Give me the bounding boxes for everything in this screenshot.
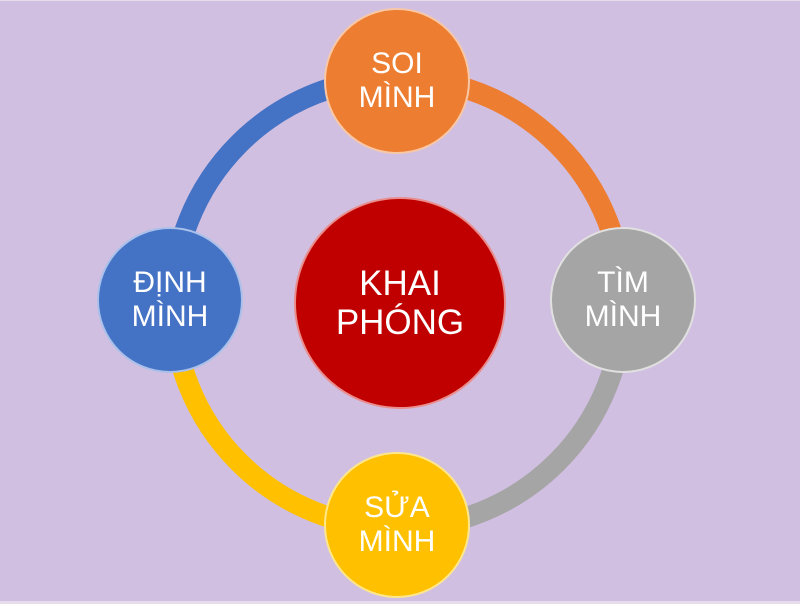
center-label-line1: KHAI (359, 263, 441, 303)
node-label-line2: MÌNH (358, 81, 436, 114)
node-label-line1: SỬA (364, 491, 430, 525)
center-node-khai-phong: KHAI PHÓNG (294, 197, 506, 409)
node-label-line1: ĐỊNH (133, 266, 207, 300)
node-sua-minh: SỬA MÌNH (324, 452, 470, 598)
node-dinh-minh: ĐỊNH MÌNH (97, 227, 243, 373)
node-label-line1: TÌM (597, 266, 649, 300)
node-label-line2: MÌNH (584, 300, 662, 333)
node-label-line2: MÌNH (358, 525, 436, 558)
center-label-line2: PHÓNG (335, 303, 465, 342)
node-tim-minh: TÌM MÌNH (550, 227, 696, 373)
node-soi-minh: SOI MÌNH (324, 8, 470, 154)
node-label-line2: MÌNH (131, 300, 209, 333)
node-label-line1: SOI (371, 47, 423, 81)
